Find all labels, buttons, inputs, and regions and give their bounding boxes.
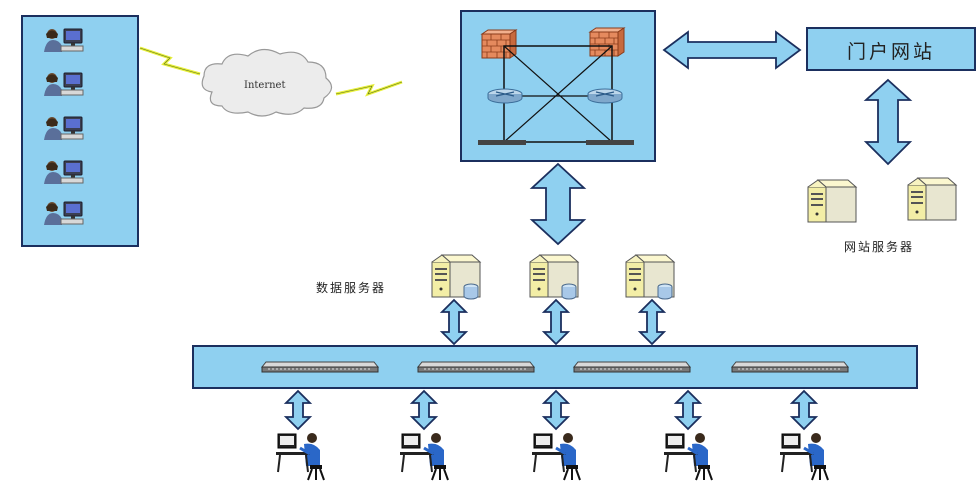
local-user-icon — [530, 431, 582, 482]
double-arrow-user3-icon — [541, 389, 571, 431]
core-network-graphic — [478, 27, 634, 145]
database-icon — [561, 283, 577, 300]
network-switch-icon — [417, 361, 535, 373]
double-arrow-server2-switch-icon — [541, 298, 571, 346]
user-computer-icon — [43, 28, 84, 53]
web-server-label: 网站服务器 — [844, 240, 915, 254]
double-arrow-core-dataservers-icon — [529, 162, 587, 246]
portal-website-box — [806, 27, 976, 71]
double-arrow-server3-switch-icon — [637, 298, 667, 346]
double-arrow-user1-icon — [283, 389, 313, 431]
internet-label: Internet — [244, 80, 286, 91]
user-computer-icon — [43, 72, 84, 97]
web-server-icon — [907, 177, 957, 221]
portal-website-label: 门户网站 — [846, 41, 935, 63]
network-switch-icon — [573, 361, 691, 373]
database-icon — [463, 283, 479, 300]
router-left-icon — [487, 88, 523, 104]
local-user-icon — [274, 431, 326, 482]
network-switch-icon — [731, 361, 849, 373]
double-arrow-portal-webservers-icon — [863, 78, 913, 166]
local-user-icon — [662, 431, 714, 482]
double-arrow-user5-icon — [789, 389, 819, 431]
core-switch-right-icon — [586, 140, 634, 145]
core-switch-left-icon — [478, 140, 526, 145]
internet-cloud-icon — [201, 48, 333, 117]
web-server-icon — [807, 179, 857, 223]
network-switch-icon — [261, 361, 379, 373]
user-computer-icon — [43, 116, 84, 141]
data-server-label: 数据服务器 — [316, 281, 387, 295]
local-user-icon — [398, 431, 450, 482]
database-icon — [657, 283, 673, 300]
remote-users-group — [43, 28, 84, 226]
user-computer-icon — [43, 201, 84, 226]
user-computer-icon — [43, 160, 84, 185]
double-arrow-user2-icon — [409, 389, 439, 431]
local-user-icon — [778, 431, 830, 482]
double-arrow-server1-switch-icon — [439, 298, 469, 346]
double-arrow-core-portal-icon — [662, 30, 802, 70]
lightning-link-right-outline — [335, 81, 403, 95]
router-right-icon — [587, 88, 623, 104]
lightning-link-left-outline — [139, 47, 201, 75]
double-arrow-user4-icon — [673, 389, 703, 431]
firewall-right-icon — [589, 27, 625, 57]
firewall-left-icon — [481, 29, 517, 59]
data-servers-group — [431, 254, 675, 300]
lightning-link-left-icon — [139, 46, 201, 76]
